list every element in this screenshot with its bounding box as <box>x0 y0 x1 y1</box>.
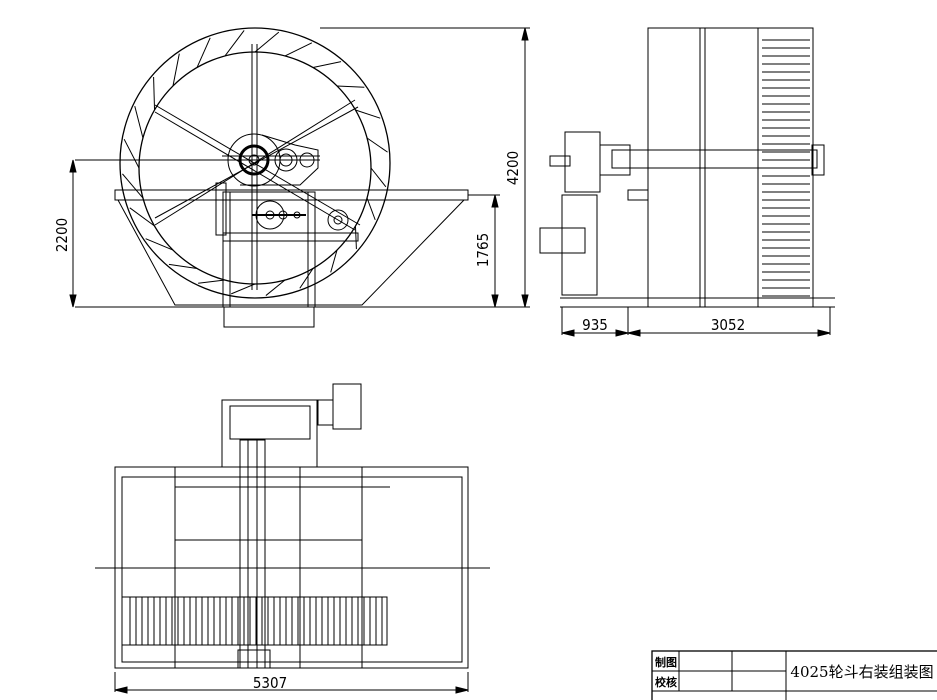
bucket <box>265 279 286 296</box>
bucket <box>122 173 144 199</box>
main-shaft <box>611 149 818 169</box>
dimension-lines-side <box>561 307 831 337</box>
dim-2200: 2200 <box>53 218 71 252</box>
bucket <box>366 197 376 221</box>
title-block: 制图 校核 4025轮斗右装组装图 <box>651 650 937 700</box>
bucket <box>134 106 144 139</box>
bucket <box>254 31 280 53</box>
wheel-fins-top <box>129 597 383 645</box>
wheel-inner-rim <box>138 51 372 285</box>
bucket <box>312 61 342 69</box>
bucket <box>168 263 198 269</box>
bucket <box>230 283 256 295</box>
bucket <box>336 85 365 88</box>
support-frame <box>75 159 359 328</box>
bucket <box>145 238 174 251</box>
front-view: 4200 2200 1765 <box>53 27 530 328</box>
dim-4200: 4200 <box>504 151 522 185</box>
dim-1765: 1765 <box>474 233 492 267</box>
bucket <box>366 137 388 153</box>
dim-935: 935 <box>582 316 608 334</box>
bucket <box>330 249 338 273</box>
wheel-plan <box>121 596 388 646</box>
bucket <box>123 138 140 169</box>
wheel-outer-rim <box>119 27 391 299</box>
dim-3052: 3052 <box>711 316 745 334</box>
top-view: 5307 <box>95 383 490 694</box>
bucket <box>284 42 313 57</box>
checked-by-label: 校核 <box>655 675 677 689</box>
bucket <box>172 53 180 87</box>
dimension-lines-front <box>69 27 530 308</box>
bucket <box>153 76 156 111</box>
bucket <box>370 167 387 188</box>
bucket <box>129 207 155 227</box>
secondary-motor <box>539 227 586 254</box>
bucket <box>299 268 314 289</box>
dim-5307: 5307 <box>253 674 287 692</box>
bucket <box>198 279 226 284</box>
motor-plan <box>332 383 362 430</box>
wheel-spokes <box>154 44 361 290</box>
bucket <box>224 30 245 57</box>
bucket <box>196 37 211 68</box>
drawing-title: 4025轮斗右装组装图 <box>790 663 933 681</box>
drawn-by-label: 制图 <box>655 655 677 669</box>
bucket <box>354 225 357 250</box>
bucket <box>355 109 381 119</box>
wheel-buckets <box>122 30 388 296</box>
side-view: 935 3052 <box>539 27 835 337</box>
